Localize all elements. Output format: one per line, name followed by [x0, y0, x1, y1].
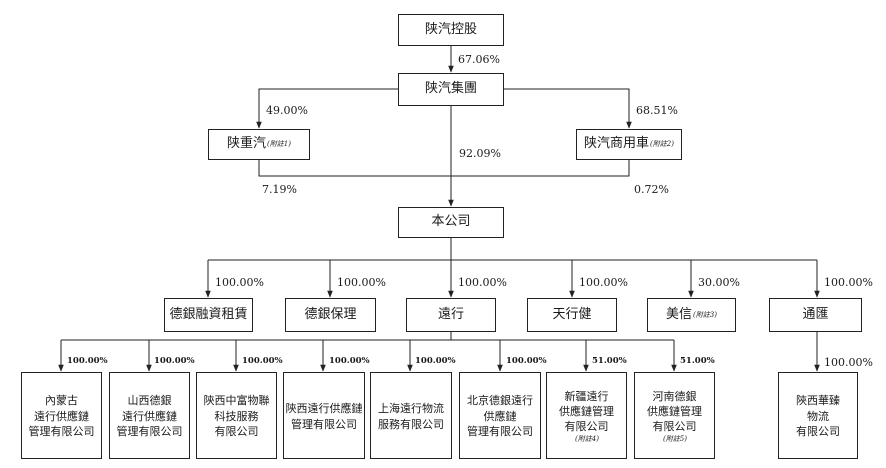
- pct-commercial-company: 0.72%: [634, 183, 669, 196]
- node-tianxingjian: 天行健: [527, 298, 617, 332]
- node-shaanxi-holding: 陕汽控股: [398, 14, 504, 46]
- pct-company-leasing: 100.00%: [215, 276, 264, 289]
- pct-yuanxing-leaf-7: 51.00%: [592, 356, 627, 366]
- note-3: (附註3): [693, 310, 717, 319]
- leaf-xinjiang-yuanxing: 新疆遠行供應鏈管理有限公司(附註4): [546, 372, 627, 459]
- note-2: (附註2): [650, 140, 674, 149]
- node-shaanxi-group: 陕汽集團: [398, 73, 504, 106]
- pct-group-commercial: 68.51%: [636, 104, 678, 117]
- node-tonghui: 通匯: [769, 298, 862, 332]
- pct-company-tonghui: 100.00%: [824, 276, 873, 289]
- node-shaanxi-commercial: 陕汽商用車(附註2): [576, 129, 682, 160]
- pct-company-yuanxing: 100.00%: [458, 276, 507, 289]
- pct-company-factoring: 100.00%: [337, 276, 386, 289]
- connector-group-heavy: [256, 88, 398, 129]
- leaf-shaanxi-yuanxing: 陝西遠行供應鏈管理有限公司: [283, 372, 365, 459]
- pct-yuanxing-leaf-1: 100.00%: [67, 356, 108, 366]
- node-yuanxing: 遠行: [406, 298, 496, 332]
- note-1: (附註1): [267, 140, 291, 149]
- pct-company-meixin: 30.00%: [698, 276, 740, 289]
- leaf-beijing-dejin: 北京德銀遠行供應鏈管理有限公司: [459, 372, 541, 459]
- leaf-shaanxi-zhongfu: 陝西中富物聯科技服務有限公司: [196, 372, 277, 459]
- pct-holding-group: 67.06%: [458, 53, 500, 66]
- note-5: (附註5): [663, 434, 687, 443]
- leaf-shanxi-dejin: 山西德銀遠行供應鏈管理有限公司: [109, 372, 190, 459]
- leaf-inner-mongolia-yuanxing: 內蒙古遠行供應鏈管理有限公司: [21, 372, 102, 459]
- note-4: (附註4): [575, 434, 599, 443]
- node-shaanxi-heavy: 陕重汽(附註1): [208, 129, 310, 160]
- pct-group-company: 92.09%: [459, 147, 501, 160]
- pct-yuanxing-leaf-5: 100.00%: [415, 356, 456, 366]
- leaf-shaanxi-huazhen: 陝西華臻物流有限公司: [778, 372, 858, 459]
- connector-heavy-company: [258, 160, 451, 177]
- pct-yuanxing-leaf-8: 51.00%: [680, 356, 715, 366]
- leaf-henan-dejin: 河南德銀供應鏈管理有限公司(附註5): [634, 372, 715, 459]
- node-meixin: 美信(附註3): [647, 298, 736, 332]
- node-dejin-factoring: 德銀保理: [285, 298, 376, 332]
- pct-yuanxing-leaf-6: 100.00%: [506, 356, 547, 366]
- pct-company-tianxingjian: 100.00%: [579, 276, 628, 289]
- node-dejin-leasing: 德銀融資租賃: [164, 298, 253, 332]
- leaf-shanghai-yuanxing: 上海遠行物流服務有限公司: [370, 372, 452, 459]
- node-company: 本公司: [398, 207, 504, 238]
- pct-yuanxing-leaf-4: 100.00%: [329, 356, 370, 366]
- connector-group-commercial: [504, 88, 632, 129]
- pct-tonghui-huazhen: 100.00%: [824, 356, 873, 369]
- pct-yuanxing-leaf-3: 100.00%: [242, 356, 283, 366]
- pct-group-heavy: 49.00%: [266, 104, 308, 117]
- pct-heavy-company: 7.19%: [262, 183, 297, 196]
- pct-yuanxing-leaf-2: 100.00%: [154, 356, 195, 366]
- connector-commercial-company: [451, 160, 630, 177]
